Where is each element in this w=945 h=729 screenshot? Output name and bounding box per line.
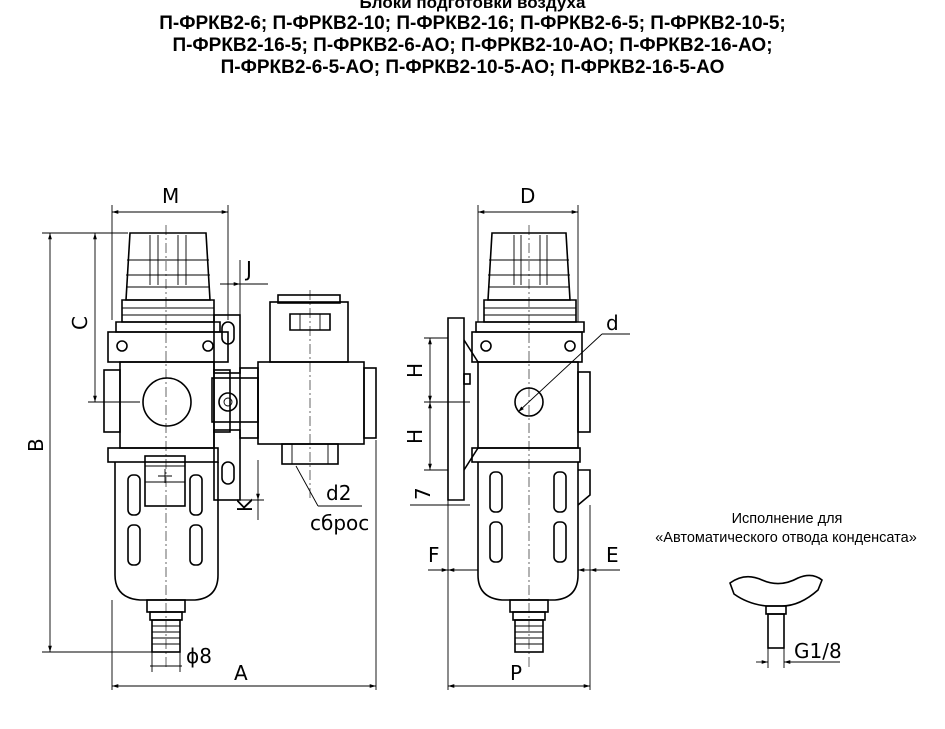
drawing-title: Блоки подготовки воздуха П-ФРКВ2-6; П-ФР…	[0, 0, 945, 79]
front-view: M J B C K d2 сброс	[24, 184, 377, 690]
dim-c: C	[68, 316, 92, 330]
side-view: D d H H 7 F E P	[403, 184, 630, 690]
title-line-1: Блоки подготовки воздуха	[359, 0, 586, 12]
label-sbros: сброс	[310, 511, 369, 535]
dim-p: P	[510, 661, 522, 685]
dim-d-lower: d	[606, 311, 619, 335]
dim-f: F	[428, 543, 440, 567]
dim-h2: H	[403, 429, 427, 444]
dim-d-upper: D	[520, 184, 535, 208]
detail-caption-2: «Автоматического отвода конденсата»	[655, 530, 917, 546]
dim-h1: H	[403, 363, 427, 378]
dim-a: A	[234, 661, 248, 685]
dim-k: K	[233, 498, 257, 512]
dim-seven: 7	[411, 487, 435, 500]
side-knob	[475, 232, 585, 333]
regulator-knob	[115, 232, 221, 333]
dim-m: M	[162, 184, 179, 208]
dim-d2: d2	[326, 481, 351, 505]
detail-caption-1: Исполнение для	[732, 511, 843, 527]
title-line-3: П-ФРКВ2-16-5; П-ФРКВ2-6-АО; П-ФРКВ2-10-А…	[172, 35, 773, 56]
side-bowl	[477, 225, 591, 668]
shutoff-valve	[211, 290, 377, 500]
side-bracket	[447, 317, 479, 501]
dim-phi8: ϕ8	[186, 644, 212, 668]
dim-e: E	[606, 543, 619, 567]
side-dimensions: D d H H 7 F E P	[403, 184, 630, 690]
auto-drain-detail: Исполнение для «Автоматического отвода к…	[655, 511, 917, 668]
dim-b: B	[24, 438, 48, 452]
dim-g18: G1/8	[794, 639, 842, 663]
title-line-2: П-ФРКВ2-6; П-ФРКВ2-10; П-ФРКВ2-16; П-ФРК…	[159, 13, 786, 34]
title-line-4: П-ФРКВ2-6-5-АО; П-ФРКВ2-10-5-АО; П-ФРКВ2…	[220, 57, 725, 78]
side-body	[471, 331, 591, 463]
front-dimensions: M J B C K d2 сброс	[24, 184, 377, 690]
filter-bowl	[114, 225, 219, 668]
dim-j: J	[244, 257, 252, 281]
regulator-body	[103, 331, 231, 463]
